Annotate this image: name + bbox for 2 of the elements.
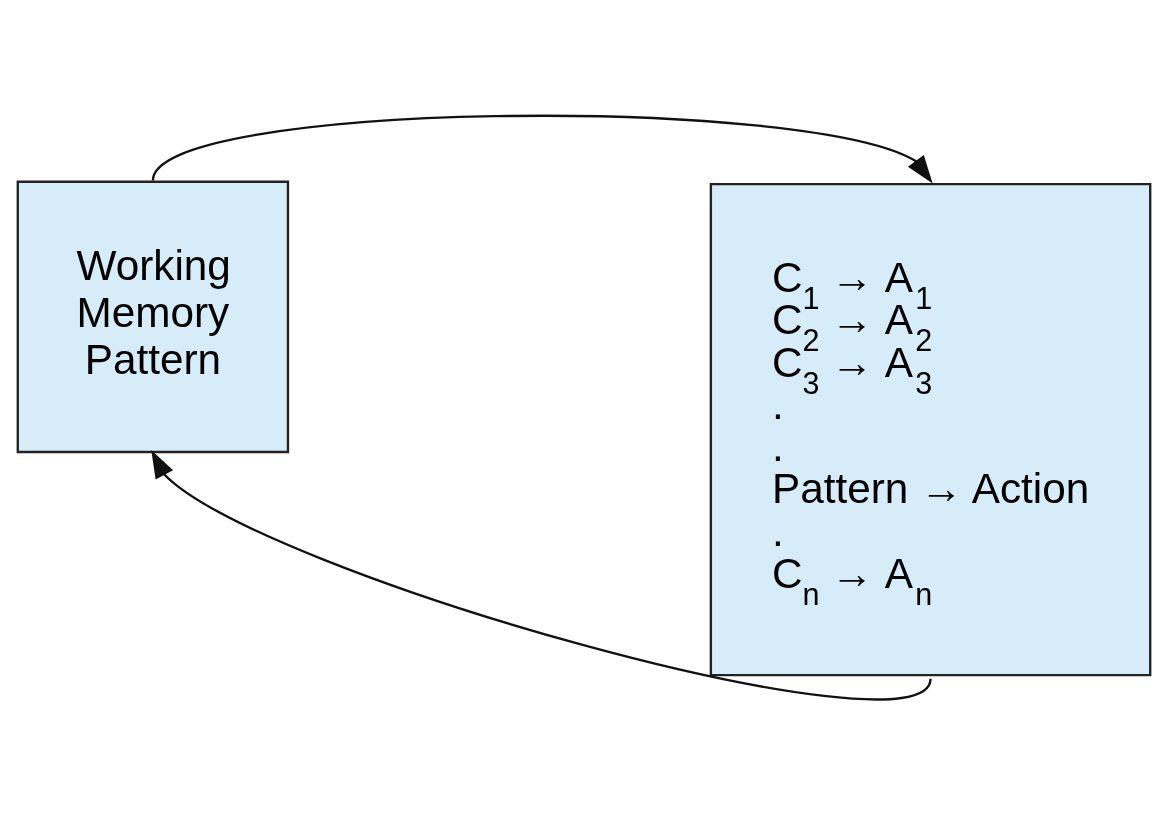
node-box: C$_{1}$ → A$_{1}$ C$_{2}$ → A$_{2}$ C$_{3}$ → A$_{3}$ . . Pattern → Action . C$_{n}$ → A$_{n}$ bbox=[709, 182, 1152, 677]
node-box: Working Memory Pattern bbox=[16, 180, 290, 454]
